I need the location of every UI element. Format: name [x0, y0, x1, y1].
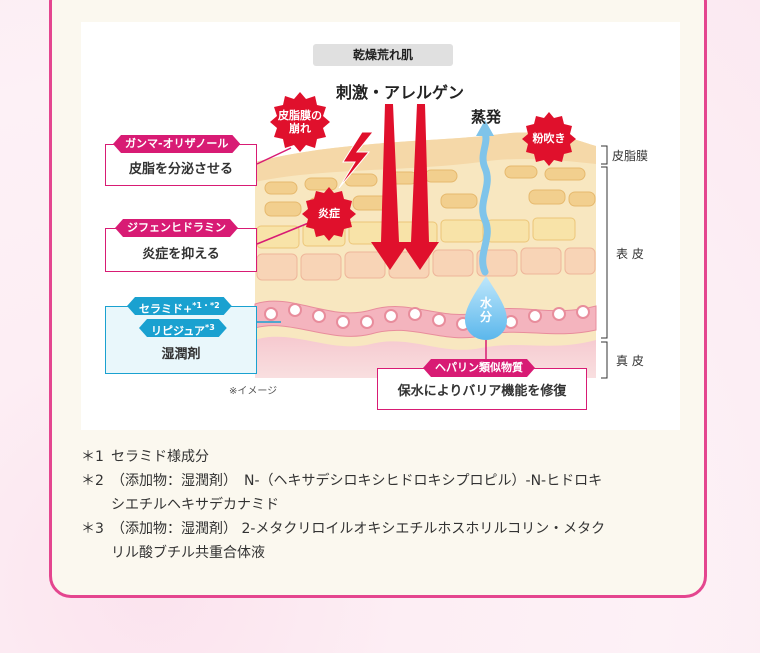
- water-drop: [465, 276, 507, 340]
- inflammation-badge: 炎症: [318, 207, 340, 220]
- callout-ceramide-tag: セラミド+*1・*2: [127, 297, 232, 315]
- layer-dermis-label: 真 皮: [616, 354, 644, 368]
- lightning-icon: [338, 131, 375, 189]
- callout-lipidure-tag: リピジュア*3: [139, 319, 227, 337]
- evaporation-arrow: [479, 128, 491, 276]
- layer-sebum-label: 皮脂膜: [612, 149, 649, 163]
- footnote-2: ＊2（添加物：湿潤剤） N-（ヘキサデシロキシヒドロキシプロピル）-N-ヒドロキ…: [81, 473, 603, 513]
- callout-sebum-tag: ガンマ-オリザノール: [113, 135, 240, 153]
- flaking-badge: 粉吹き: [532, 132, 566, 145]
- badge-shapes: [270, 92, 576, 241]
- evaporation-label: 蒸発: [471, 108, 502, 126]
- callout-inflammation-tag: ジフェンヒドラミン: [115, 219, 238, 237]
- sebum-break-badge: 皮脂膜の 崩れ: [278, 109, 322, 135]
- skin-illustration: [254, 92, 608, 379]
- stimulus-label: 刺激・アレルゲン: [336, 83, 465, 102]
- diagram-header: 乾燥荒れ肌: [313, 44, 453, 66]
- footnote-3: ＊3（添加物：湿潤剤） 2-メタクリロイルオキシエチルホスホリルコリン・メタク …: [81, 521, 606, 561]
- image-note: ※イメージ: [229, 386, 278, 397]
- stimulus-arrows: [371, 104, 439, 270]
- callout-heparinoid-tag: ヘパリン類似物質: [423, 359, 535, 377]
- layer-epidermis-label: 表 皮: [616, 247, 644, 261]
- skin-diagram: 乾燥荒れ肌 刺激・アレルゲン 蒸発 皮脂膜の 崩れ 粉吹き 炎症 水 分 皮脂を…: [81, 22, 680, 430]
- water-badge: 水 分: [479, 296, 492, 324]
- callout-moisturizer-box: 湿潤剤: [105, 306, 257, 374]
- layer-brackets: [601, 145, 608, 379]
